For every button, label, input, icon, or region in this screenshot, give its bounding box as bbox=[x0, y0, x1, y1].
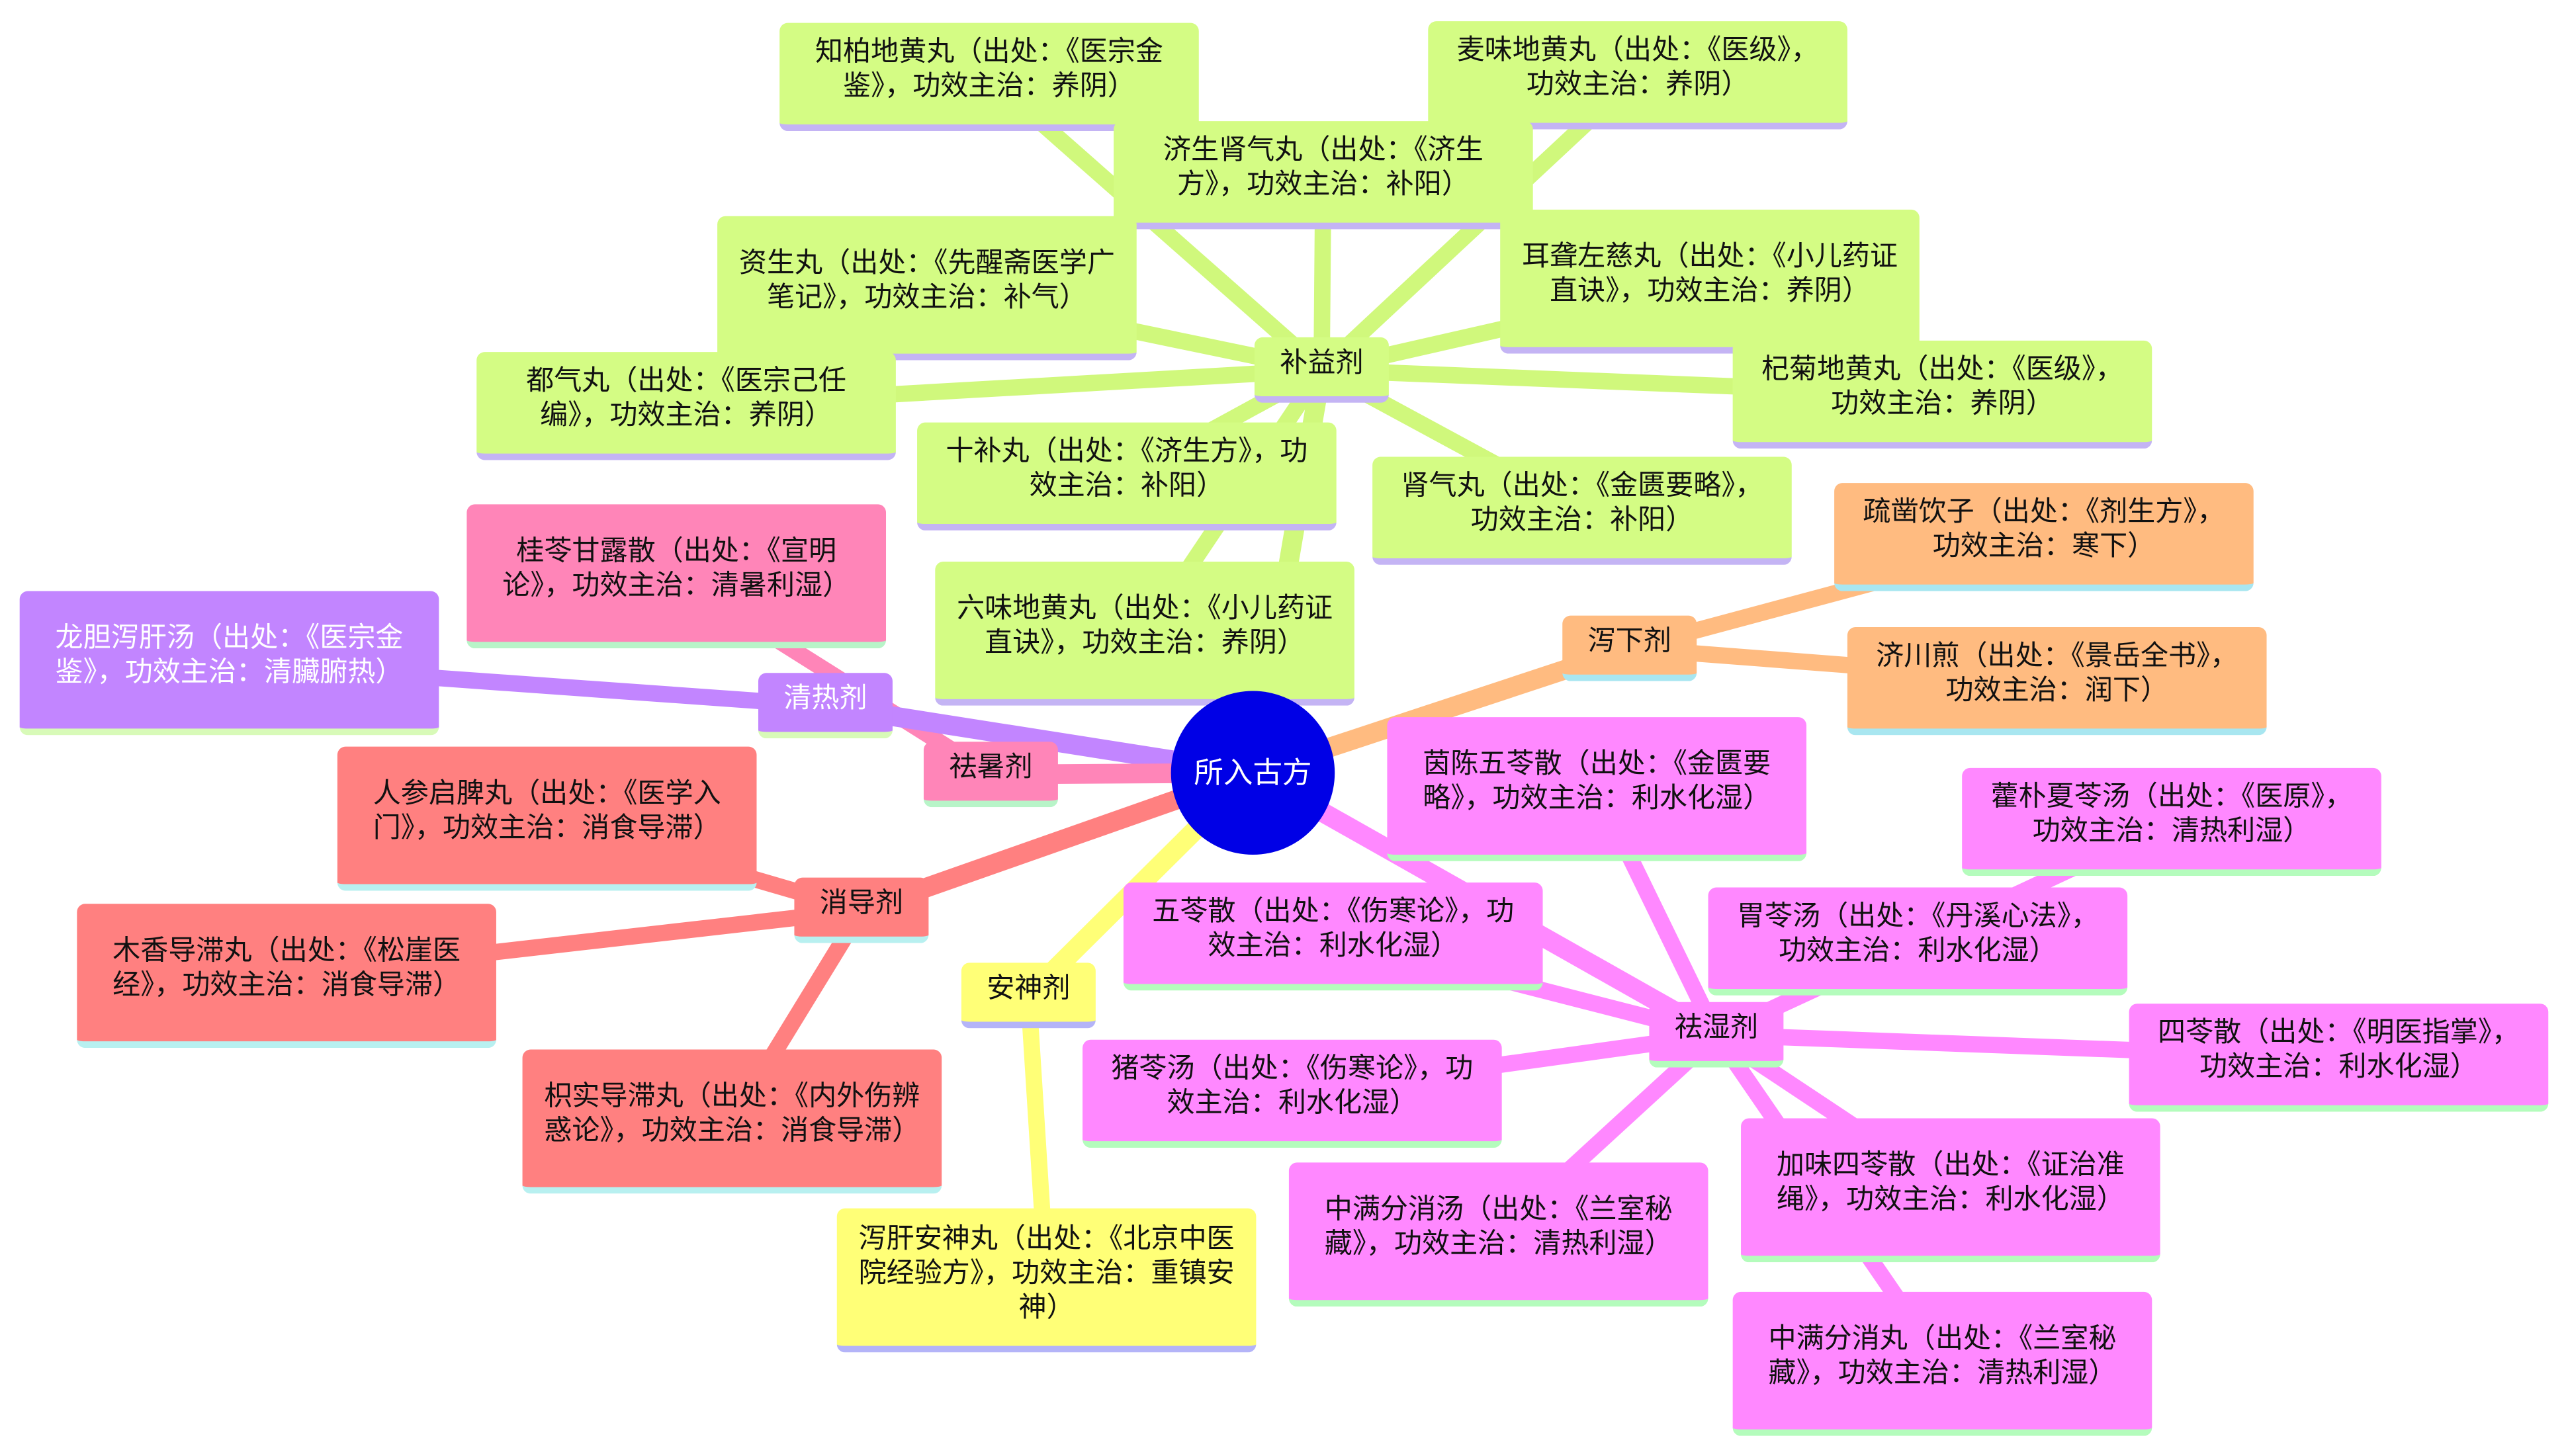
branch-node-heat-clearing[interactable]: 清热剂 bbox=[758, 673, 893, 739]
branch-node-tranquilizing[interactable]: 安神剂 bbox=[961, 963, 1096, 1029]
leaf-node[interactable]: 木香导滞丸（出处：《松崖医经》，功效主治：消食导滞） bbox=[77, 904, 496, 1049]
central-topic[interactable]: 所入古方 bbox=[1171, 691, 1335, 855]
leaf-node[interactable]: 人参启脾丸（出处：《医学入门》，功效主治：消食导滞） bbox=[337, 746, 757, 891]
leaf-node[interactable]: 藿朴夏苓汤（出处：《医原》，功效主治：清热利湿） bbox=[1962, 767, 2381, 877]
leaf-node[interactable]: 中满分消汤（出处：《兰室秘藏》，功效主治：清热利湿） bbox=[1288, 1162, 1708, 1307]
leaf-node[interactable]: 猪苓汤（出处：《伤寒论》，功效主治：利水化湿） bbox=[1083, 1039, 1502, 1148]
leaf-node[interactable]: 茵陈五苓散（出处：《金匮要略》，功效主治：利水化湿） bbox=[1387, 717, 1807, 861]
leaf-node[interactable]: 耳聋左慈丸（出处：《小儿药证直诀》，功效主治：养阴） bbox=[1500, 209, 1920, 354]
leaf-node[interactable]: 加味四苓散（出处：《证治准绳》，功效主治：利水化湿） bbox=[1741, 1118, 2160, 1263]
branch-node-dampness[interactable]: 祛湿剂 bbox=[1649, 1002, 1784, 1068]
leaf-node[interactable]: 杞菊地黄丸（出处：《医级》，功效主治：养阴） bbox=[1732, 340, 2152, 449]
leaf-node[interactable]: 资生丸（出处：《先醒斋医学广笔记》，功效主治：补气） bbox=[717, 216, 1137, 361]
branch-node-digestive[interactable]: 消导剂 bbox=[794, 877, 929, 943]
leaf-node[interactable]: 六味地黄丸（出处：《小儿药证直诀》，功效主治：养阴） bbox=[935, 561, 1354, 706]
leaf-node[interactable]: 济生肾气丸（出处：《济生方》，功效主治：补阳） bbox=[1114, 121, 1533, 230]
leaf-node[interactable]: 疏凿饮子（出处：《剂生方》，功效主治：寒下） bbox=[1834, 483, 2254, 591]
leaf-node[interactable]: 十补丸（出处：《济生方》，功效主治：补阳） bbox=[917, 422, 1337, 531]
leaf-node[interactable]: 济川煎（出处：《景岳全书》，功效主治：润下） bbox=[1847, 626, 2267, 736]
leaf-node[interactable]: 知柏地黄丸（出处：《医宗金鉴》，功效主治：养阴） bbox=[779, 22, 1199, 132]
leaf-node[interactable]: 中满分消丸（出处：《兰室秘藏》，功效主治：清热利湿） bbox=[1732, 1291, 2152, 1436]
leaf-node[interactable]: 胃苓汤（出处：《丹溪心法》，功效主治：利水化湿） bbox=[1708, 887, 2128, 996]
leaf-node[interactable]: 都气丸（出处：《医宗己任编》，功效主治：养阴） bbox=[476, 352, 896, 460]
leaf-node[interactable]: 肾气丸（出处：《金匮要略》，功效主治：补阳） bbox=[1372, 456, 1792, 565]
leaf-node[interactable]: 桂苓甘露散（出处：《宣明论》，功效主治：清暑利湿） bbox=[466, 504, 887, 649]
leaf-node[interactable]: 龙胆泻肝汤（出处：《医宗金鉴》，功效主治：清臟腑热） bbox=[19, 591, 439, 736]
branch-node-purgative[interactable]: 泻下剂 bbox=[1562, 615, 1697, 681]
leaf-node[interactable]: 泻肝安神丸（出处：《北京中医院经验方》，功效主治：重镇安神） bbox=[836, 1208, 1257, 1353]
branch-node-tonifying[interactable]: 补益剂 bbox=[1254, 337, 1389, 403]
leaf-node[interactable]: 麦味地黄丸（出处：《医级》，功效主治：养阴） bbox=[1428, 21, 1847, 130]
leaf-node[interactable]: 五苓散（出处：《伤寒论》，功效主治：利水化湿） bbox=[1123, 882, 1543, 991]
branch-node-summer-heat[interactable]: 祛暑剂 bbox=[923, 742, 1058, 808]
leaf-node[interactable]: 枳实导滞丸（出处：《内外伤辨惑论》，功效主治：消食导滞） bbox=[522, 1049, 942, 1194]
leaf-node[interactable]: 四苓散（出处：《明医指掌》，功效主治：利水化湿） bbox=[2129, 1004, 2549, 1112]
